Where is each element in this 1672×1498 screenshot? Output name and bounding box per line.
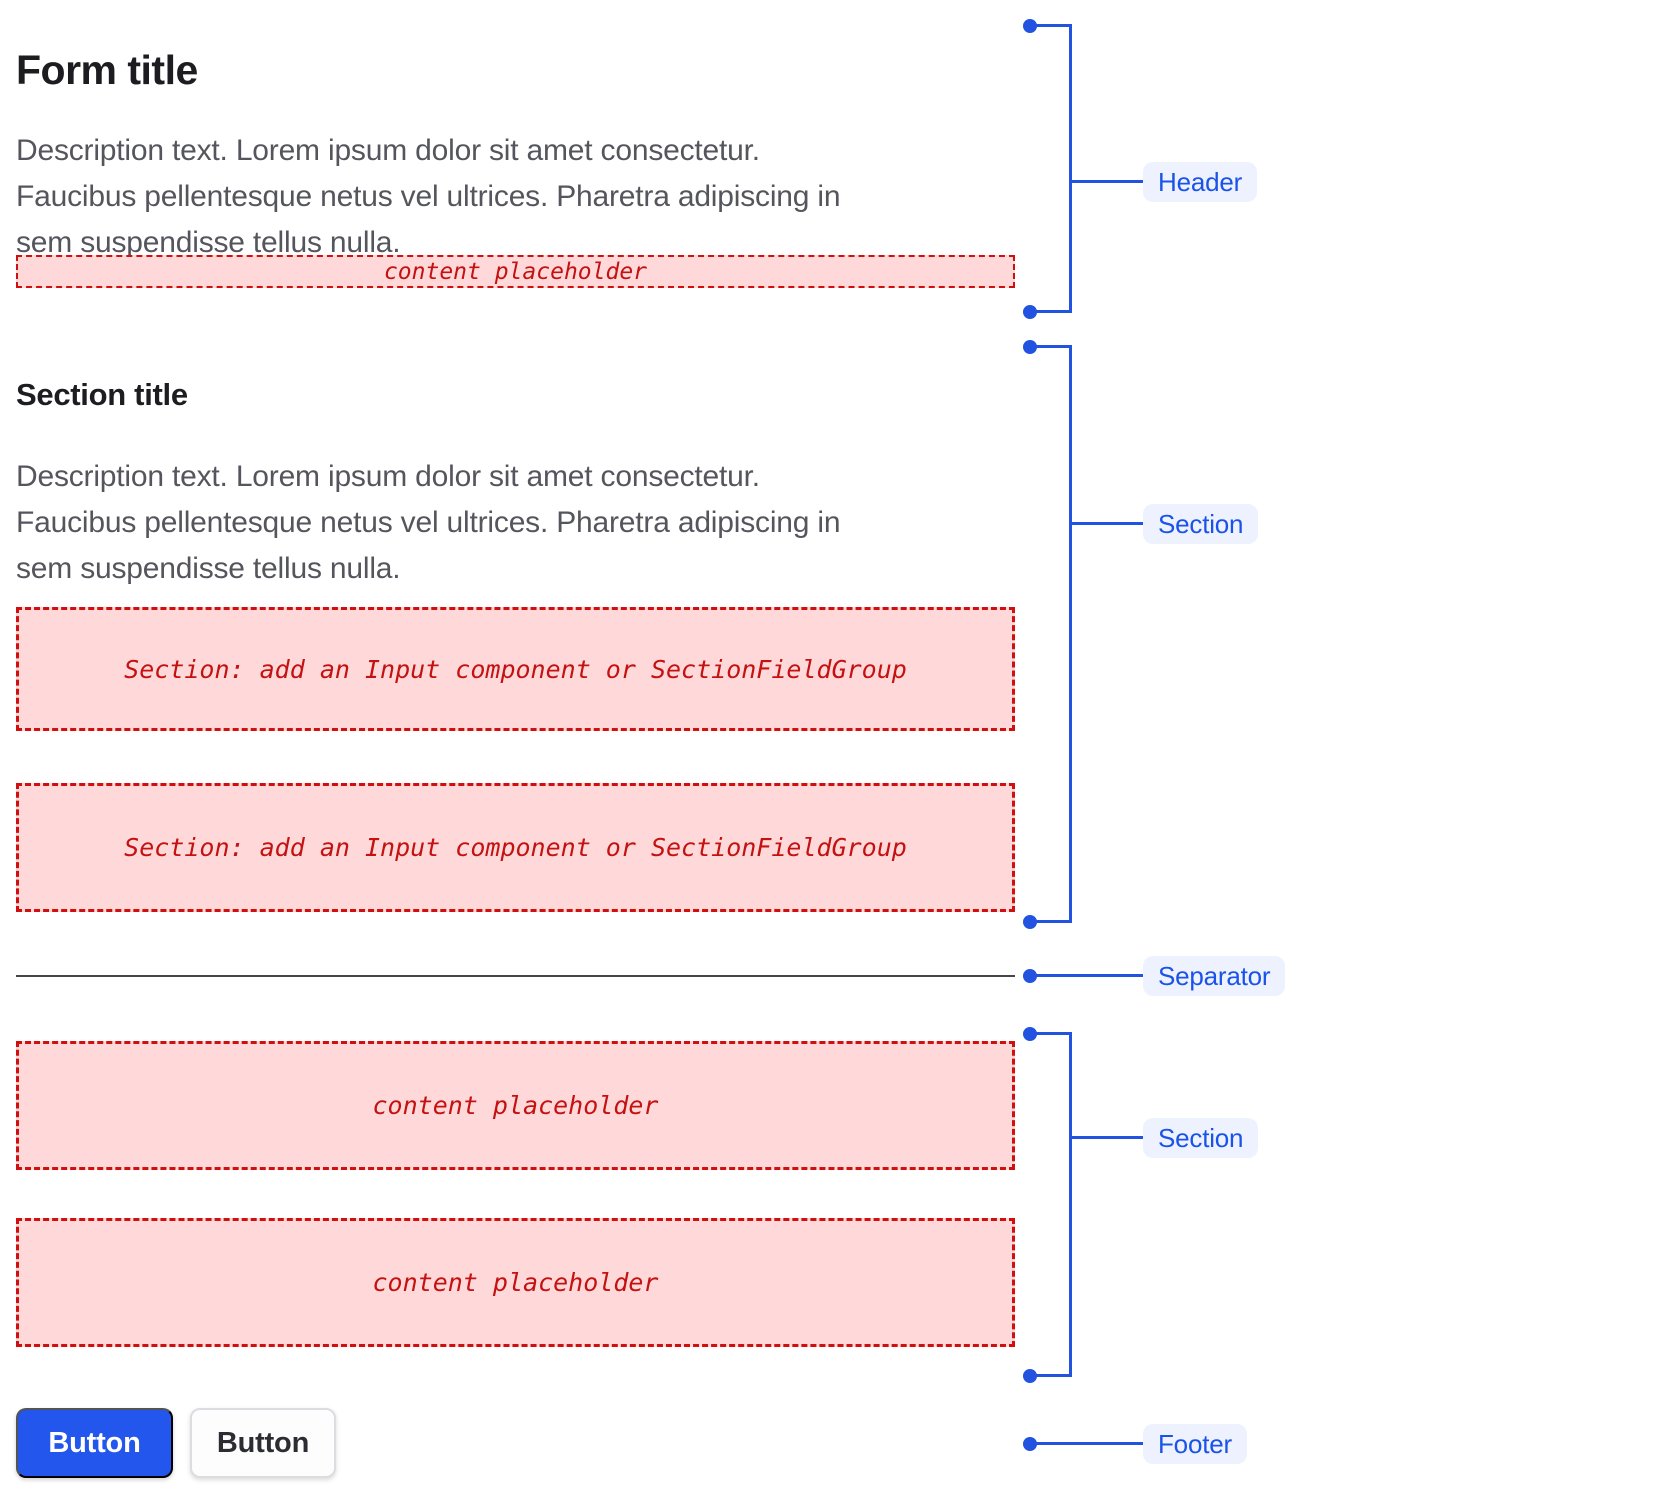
header-content-placeholder: content placeholder bbox=[16, 255, 1015, 288]
section2-content-placeholder: content placeholder bbox=[16, 1041, 1015, 1170]
placeholder-text: Section: add an Input component or Secti… bbox=[124, 654, 907, 684]
header-bracket-top-stub bbox=[1033, 24, 1072, 27]
header-annotation-label: Header bbox=[1143, 162, 1258, 202]
header-label-connector bbox=[1069, 180, 1143, 183]
section2-annotation-label: Section bbox=[1143, 1118, 1259, 1158]
footer-dot bbox=[1023, 1437, 1037, 1451]
section1-bracket-bottom-stub bbox=[1033, 920, 1072, 923]
form-description: Description text. Lorem ipsum dolor sit … bbox=[16, 128, 996, 266]
section2-bracket-line bbox=[1069, 1032, 1072, 1377]
placeholder-text: content placeholder bbox=[372, 1091, 659, 1120]
section1-bracket-top-dot bbox=[1023, 340, 1037, 354]
primary-button[interactable]: Button bbox=[16, 1408, 173, 1478]
section2-label-connector bbox=[1069, 1136, 1143, 1139]
section1-bracket-top-stub bbox=[1033, 345, 1072, 348]
separator-annotation-label: Separator bbox=[1143, 956, 1286, 996]
section1-label-connector bbox=[1069, 522, 1143, 525]
separator-dot bbox=[1023, 969, 1037, 983]
section1-annotation-label: Section bbox=[1143, 504, 1259, 544]
header-bracket-top-dot bbox=[1023, 19, 1037, 33]
placeholder-text: content placeholder bbox=[372, 1268, 659, 1297]
placeholder-text: Section: add an Input component or Secti… bbox=[124, 833, 907, 862]
section-title: Section title bbox=[16, 376, 188, 412]
section-field-placeholder: Section: add an Input component or Secti… bbox=[16, 607, 1015, 731]
section-description-line: Faucibus pellentesque netus vel ultrices… bbox=[16, 506, 841, 539]
form-description-line: Faucibus pellentesque netus vel ultrices… bbox=[16, 180, 841, 213]
footer-label-connector bbox=[1033, 1442, 1143, 1445]
section1-bracket-line bbox=[1069, 345, 1072, 923]
section1-bracket-bottom-dot bbox=[1023, 915, 1037, 929]
form-title: Form title bbox=[16, 47, 198, 94]
separator-label-connector bbox=[1033, 974, 1143, 977]
header-bracket-line bbox=[1069, 24, 1072, 313]
header-bracket-bottom-stub bbox=[1033, 310, 1072, 313]
section-description-line: sem suspendisse tellus nulla. bbox=[16, 552, 401, 585]
section2-content-placeholder: content placeholder bbox=[16, 1218, 1015, 1347]
section2-bracket-top-dot bbox=[1023, 1027, 1037, 1041]
form-separator bbox=[16, 975, 1015, 977]
form-description-line: sem suspendisse tellus nulla. bbox=[16, 226, 401, 259]
section-description-line: Description text. Lorem ipsum dolor sit … bbox=[16, 460, 760, 493]
placeholder-text: content placeholder bbox=[383, 258, 648, 285]
secondary-button[interactable]: Button bbox=[190, 1408, 336, 1478]
section-description: Description text. Lorem ipsum dolor sit … bbox=[16, 454, 996, 592]
section-field-placeholder: Section: add an Input component or Secti… bbox=[16, 783, 1015, 912]
section2-bracket-bottom-stub bbox=[1033, 1374, 1072, 1377]
footer-annotation-label: Footer bbox=[1143, 1424, 1247, 1464]
form-description-line: Description text. Lorem ipsum dolor sit … bbox=[16, 134, 760, 167]
section2-bracket-bottom-dot bbox=[1023, 1369, 1037, 1383]
section2-bracket-top-stub bbox=[1033, 1032, 1072, 1035]
header-bracket-bottom-dot bbox=[1023, 305, 1037, 319]
